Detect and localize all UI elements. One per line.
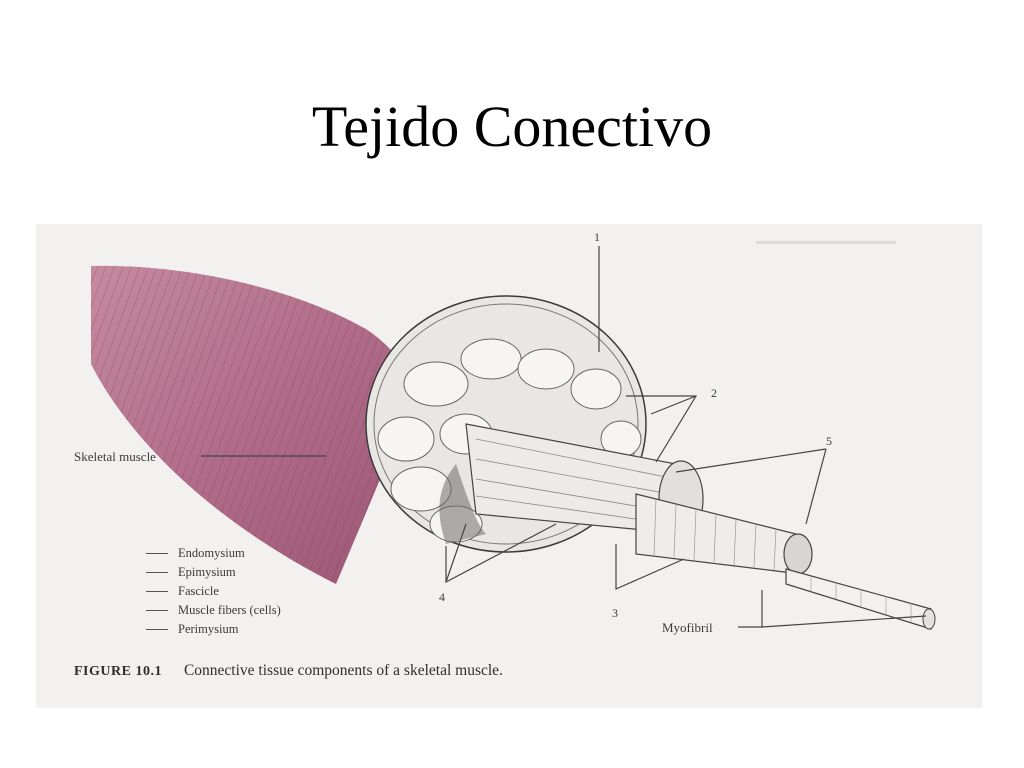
- legend-item: Epimysium: [146, 565, 236, 580]
- label-skeletal-muscle: Skeletal muscle: [74, 449, 156, 464]
- myofibril-strand: [785, 568, 936, 630]
- label-myofibril: Myofibril: [662, 620, 713, 635]
- callout-1: 1: [594, 230, 600, 244]
- callout-5: 5: [826, 434, 832, 448]
- figure-panel: ▬▬▬▬▬▬▬▬▬▬▬▬▬▬ 1 2 3 4 5 Skeletal muscle…: [36, 224, 982, 708]
- legend-item: Fascicle: [146, 584, 219, 599]
- callout-3: 3: [612, 606, 618, 620]
- muscle-fiber: [635, 493, 813, 575]
- leader-lines: [201, 246, 927, 628]
- legend-item: Endomysium: [146, 546, 245, 561]
- figure-caption: FIGURE 10.1 Connective tissue components …: [74, 662, 503, 680]
- callout-2: 2: [711, 386, 717, 400]
- callout-4: 4: [439, 590, 445, 604]
- figure-number: FIGURE 10.1: [74, 664, 162, 679]
- muscle-diagram: [91, 246, 936, 630]
- slide-title: Tejido Conectivo: [311, 94, 713, 159]
- muscle-belly: [91, 265, 416, 584]
- fascicle-bundle: [439, 423, 704, 544]
- legend-item: Muscle fibers (cells): [146, 603, 281, 618]
- figure-caption-text: Connective tissue components of a skelet…: [183, 662, 503, 679]
- legend-item: Perimysium: [146, 622, 238, 637]
- bleed-through-text: ▬▬▬▬▬▬▬▬▬▬▬▬▬▬: [756, 236, 896, 247]
